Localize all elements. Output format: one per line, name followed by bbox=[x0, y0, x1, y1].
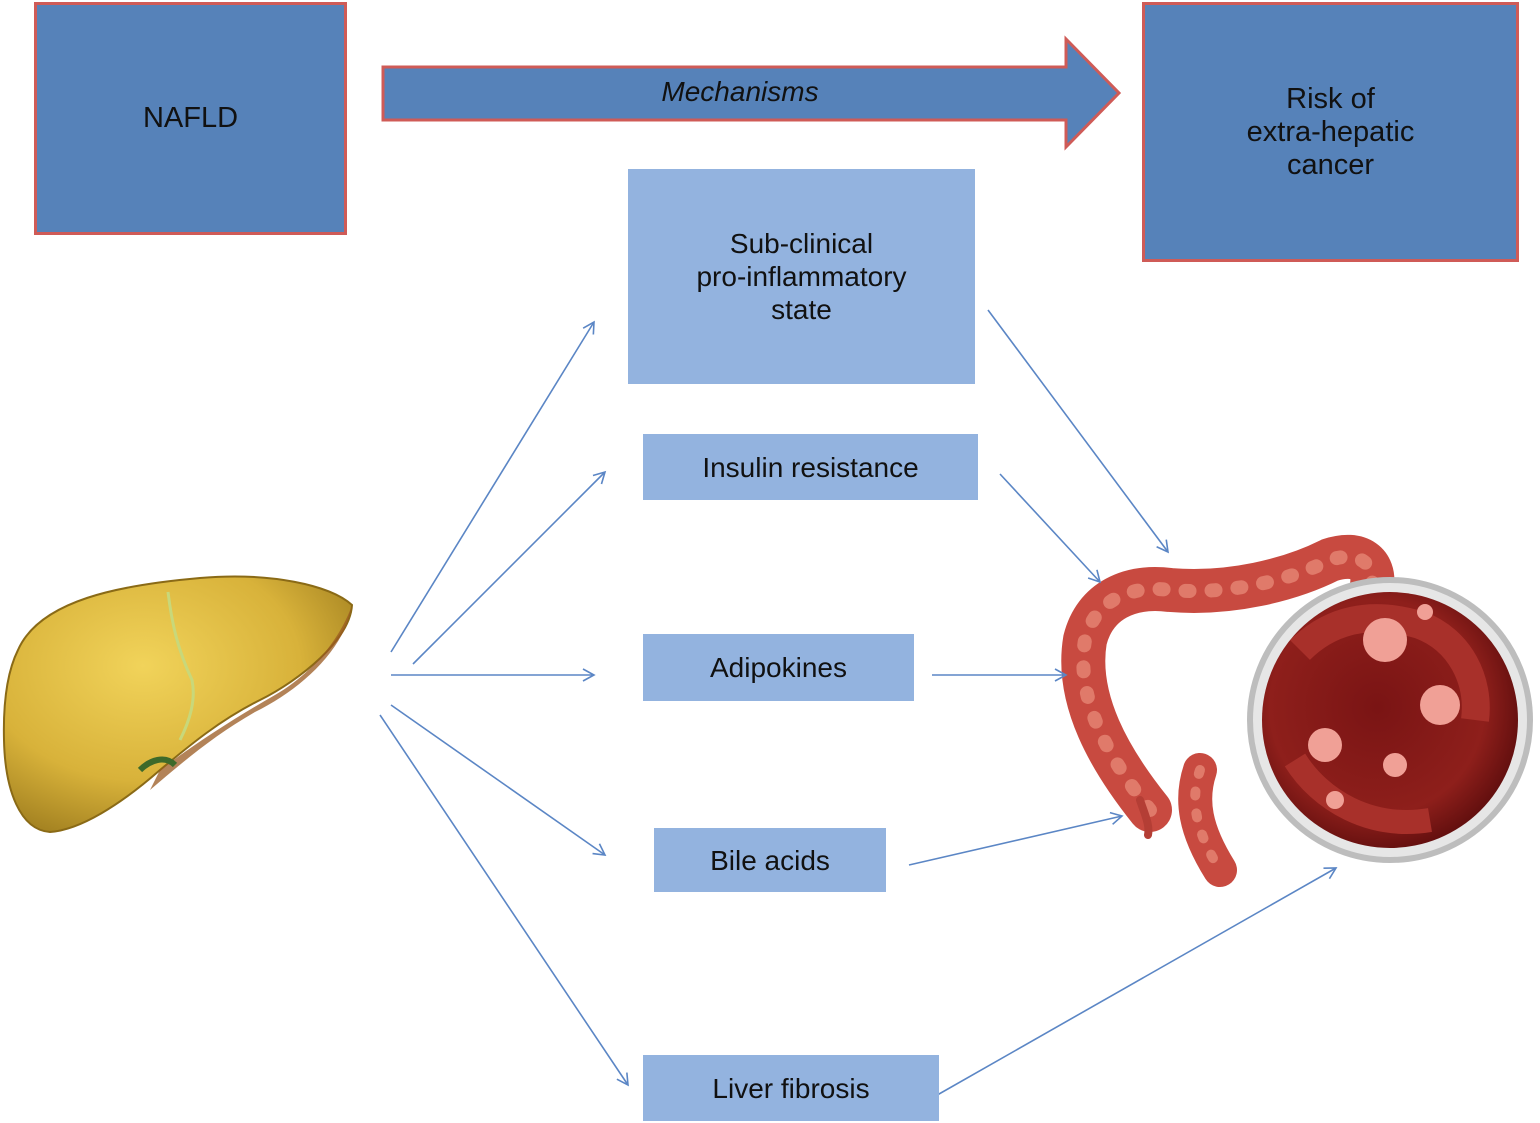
inflammatory-label: Sub-clinical pro-inflammatory state bbox=[696, 228, 907, 325]
risk-box: Risk of extra-hepatic cancer bbox=[1142, 2, 1519, 262]
connectors bbox=[379, 309, 1338, 1099]
insulin-label: Insulin resistance bbox=[702, 451, 919, 483]
bile-box: Bile acids bbox=[654, 828, 886, 892]
colon-with-tumors-illustration bbox=[1061, 534, 1533, 887]
connector-bile-to-colon bbox=[908, 811, 1124, 866]
connector-insulin-to-colon bbox=[999, 473, 1102, 584]
adipokines-label: Adipokines bbox=[710, 652, 847, 683]
connector-fibrosis-to-colon bbox=[931, 867, 1338, 1099]
liver-illustration bbox=[2, 575, 354, 834]
nafld-box: NAFLD bbox=[34, 2, 347, 235]
inflammatory-box: Sub-clinical pro-inflammatory state bbox=[628, 169, 975, 384]
bile-label: Bile acids bbox=[710, 844, 830, 876]
connector-liver-to-insulin bbox=[412, 470, 607, 665]
mechanisms-label: Mechanisms bbox=[661, 76, 819, 107]
mechanisms-arrow bbox=[381, 35, 1122, 151]
insulin-box: Insulin resistance bbox=[643, 434, 978, 500]
adipokines-box: Adipokines bbox=[643, 634, 914, 701]
connector-inflammatory-to-colon bbox=[987, 309, 1169, 554]
risk-label: Risk of extra-hepatic cancer bbox=[1246, 82, 1415, 181]
fibrosis-box: Liver fibrosis bbox=[643, 1055, 939, 1121]
nafld-label: NAFLD bbox=[142, 102, 239, 134]
fibrosis-label: Liver fibrosis bbox=[712, 1072, 870, 1104]
connector-liver-to-bile bbox=[390, 704, 607, 856]
connector-liver-to-inflammatory bbox=[390, 320, 595, 653]
connector-liver-to-fibrosis bbox=[379, 714, 629, 1087]
